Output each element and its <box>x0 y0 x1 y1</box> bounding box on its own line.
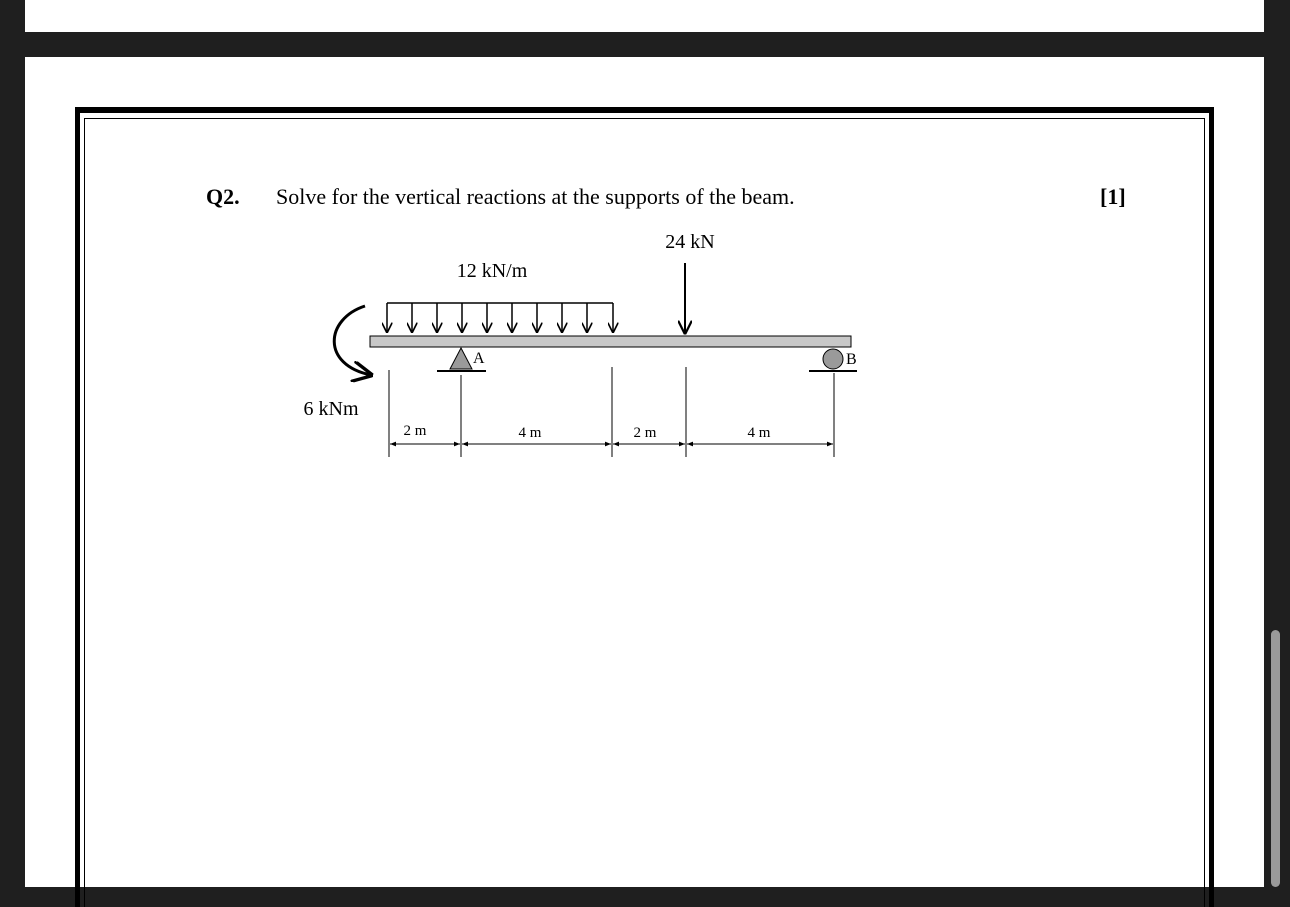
distributed-load-label: 12 kN/m <box>457 260 528 282</box>
dimension-label: 4 m <box>519 425 542 441</box>
vertical-scrollbar[interactable] <box>1271 630 1280 887</box>
point-load-label: 24 kN <box>665 231 714 253</box>
moment-arrow <box>332 304 371 375</box>
support-b-roller <box>809 348 857 372</box>
dimension-extension-lines <box>388 367 835 457</box>
moment-label: 6 kNm <box>304 398 359 420</box>
beam-diagram: 12 kN/m 24 kN 6 kNm A <box>304 231 857 457</box>
support-b-label: B <box>846 351 857 368</box>
top-page-strip <box>25 0 1264 32</box>
support-a-pin <box>437 346 486 372</box>
support-a-label: A <box>473 350 485 367</box>
dimension-label: 2 m <box>404 423 427 439</box>
question-marks: [1] <box>1100 184 1126 209</box>
beam <box>369 335 852 348</box>
distributed-load-arrows <box>387 303 613 332</box>
page-border <box>75 107 1214 907</box>
dimension-label: 4 m <box>748 425 771 441</box>
question-number: Q2. <box>206 184 240 209</box>
document-page: Q2. Solve for the vertical reactions at … <box>25 57 1264 907</box>
question-text: Solve for the vertical reactions at the … <box>276 184 795 209</box>
dimension-label: 2 m <box>634 425 657 441</box>
page-border-inner <box>84 118 1205 907</box>
